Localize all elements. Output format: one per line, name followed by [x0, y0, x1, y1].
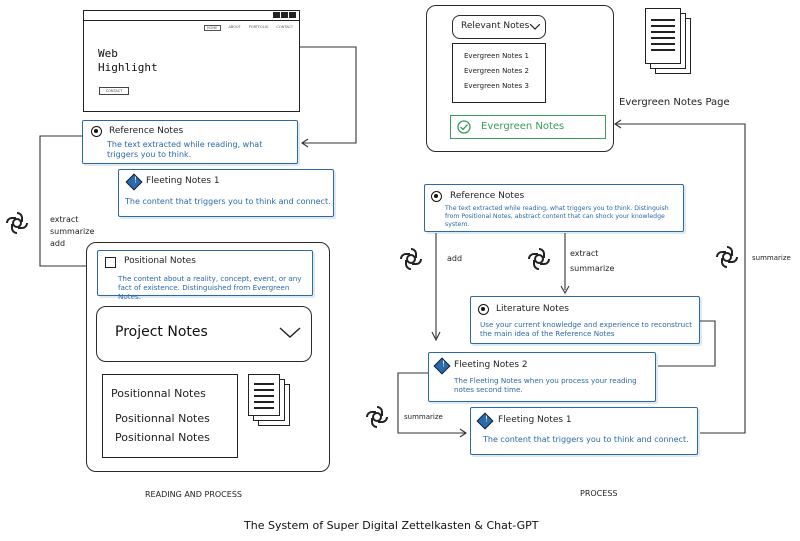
web-title-line2: Highlight — [98, 61, 158, 74]
literature-note[interactable]: Literature Notes Use your current knowle… — [470, 296, 700, 344]
document-stack-icon — [645, 8, 695, 88]
maximize-icon[interactable] — [281, 12, 288, 18]
window-titlebar — [84, 11, 299, 21]
document-stack-icon — [248, 374, 298, 444]
extract-label: extract — [570, 249, 599, 258]
positional-list: Positionnal Notes Positionnal Notes Posi… — [102, 374, 238, 458]
summarize-label-left: summarize — [404, 413, 443, 421]
chevron-down-icon — [279, 327, 301, 338]
literature-body: Use your current knowledge and experienc… — [480, 320, 693, 338]
minimize-icon[interactable] — [273, 12, 280, 18]
left-fleeting-body: The content that triggers you to think a… — [125, 197, 331, 206]
diagram-footer-title: The System of Super Digital Zettelkasten… — [244, 519, 539, 532]
web-title-line1: Web — [98, 47, 118, 60]
literature-icon — [478, 304, 489, 315]
web-highlight-window: HOME ABOUT PORTFOLIO CONTACT Web Highlig… — [83, 10, 300, 112]
left-fleeting-title: Fleeting Notes 1 — [146, 176, 220, 186]
left-fleeting-note[interactable]: Fleeting Notes 1 The content that trigge… — [118, 169, 334, 217]
summarize-label-right: summarize — [752, 254, 791, 262]
fleeting-icon — [125, 173, 143, 191]
summarize-label-mid: summarize — [570, 264, 615, 273]
evergreen-list-item[interactable]: Evergreen Notes 1 — [464, 52, 529, 60]
chatgpt-icon — [6, 212, 28, 234]
right-fleeting-note-1[interactable]: Fleeting Notes 1 The content that trigge… — [470, 407, 698, 455]
web-nav: HOME ABOUT PORTFOLIO CONTACT — [203, 25, 293, 31]
chatgpt-icon — [716, 246, 738, 268]
label-extract: extract — [50, 215, 79, 224]
left-section-label: READING AND PROCESS — [145, 490, 242, 499]
right-fleeting1-body: The content that triggers you to think a… — [483, 435, 689, 444]
chevron-down-icon — [530, 24, 540, 30]
evergreen-page-label: Evergreen Notes Page — [619, 97, 730, 108]
web-title: Web Highlight — [98, 47, 158, 75]
fleeting-icon — [476, 412, 494, 430]
fleeting-note-2[interactable]: Fleeting Notes 2 The Fleeting Notes when… — [428, 352, 656, 402]
chatgpt-icon — [400, 248, 422, 270]
fleeting2-title: Fleeting Notes 2 — [454, 360, 528, 370]
evergreen-button-label: Evergreen Notes — [481, 121, 565, 132]
literature-title: Literature Notes — [496, 304, 569, 314]
reference-icon — [91, 126, 102, 137]
positional-list-item[interactable]: Positionnal Notes — [115, 431, 210, 444]
project-notes-label: Project Notes — [115, 324, 208, 340]
chatgpt-icon — [528, 248, 550, 270]
window-controls — [273, 12, 296, 18]
positional-note[interactable]: Positional Notes The content about a rea… — [97, 250, 313, 301]
chatgpt-icon — [366, 406, 388, 428]
left-gpt-labels: extract summarize add — [50, 214, 94, 250]
web-contact-button[interactable]: CONTACT — [99, 87, 129, 95]
label-summarize: summarize — [50, 227, 95, 236]
right-section-label: PROCESS — [580, 489, 618, 498]
label-add: add — [50, 239, 66, 248]
positional-list-item[interactable]: Positionnal Notes — [115, 412, 210, 425]
checkbox-icon — [105, 257, 116, 268]
nav-portfolio[interactable]: PORTFOLIO — [248, 25, 269, 29]
evergreen-list-item[interactable]: Evergreen Notes 3 — [464, 82, 529, 90]
nav-home[interactable]: HOME — [203, 25, 221, 31]
relevant-notes-label: Relevant Notes — [461, 21, 530, 31]
evergreen-list-item[interactable]: Evergreen Notes 2 — [464, 67, 529, 75]
close-icon[interactable] — [289, 12, 296, 18]
reference-icon — [431, 191, 442, 202]
check-circle-icon — [457, 120, 471, 134]
evergreen-notes-button[interactable]: Evergreen Notes — [450, 115, 606, 139]
positional-title: Positional Notes — [124, 256, 196, 266]
right-fleeting1-title: Fleeting Notes 1 — [498, 415, 572, 425]
nav-contact[interactable]: CONTACT — [276, 25, 293, 29]
left-reference-title: Reference Notes — [109, 126, 184, 136]
positional-list-item[interactable]: Positionnal Notes — [111, 387, 206, 400]
right-reference-title: Reference Notes — [450, 191, 525, 201]
add-label: add — [447, 254, 463, 263]
evergreen-list: Evergreen Notes 1 Evergreen Notes 2 Ever… — [452, 43, 546, 103]
left-reference-body: The text extracted while reading, what t… — [107, 140, 263, 159]
project-notes-dropdown[interactable]: Project Notes — [96, 306, 312, 362]
right-reference-body: The text extracted while reading, what t… — [445, 205, 669, 228]
fleeting2-body: The Fleeting Notes when you process your… — [454, 376, 637, 394]
fleeting-icon — [433, 357, 451, 375]
left-reference-note[interactable]: Reference Notes The text extracted while… — [82, 120, 298, 164]
positional-body: The content about a reality, concept, ev… — [118, 274, 302, 301]
relevant-notes-dropdown[interactable]: Relevant Notes — [452, 15, 546, 39]
nav-about[interactable]: ABOUT — [228, 25, 241, 29]
right-reference-note[interactable]: Reference Notes The text extracted while… — [424, 184, 684, 232]
